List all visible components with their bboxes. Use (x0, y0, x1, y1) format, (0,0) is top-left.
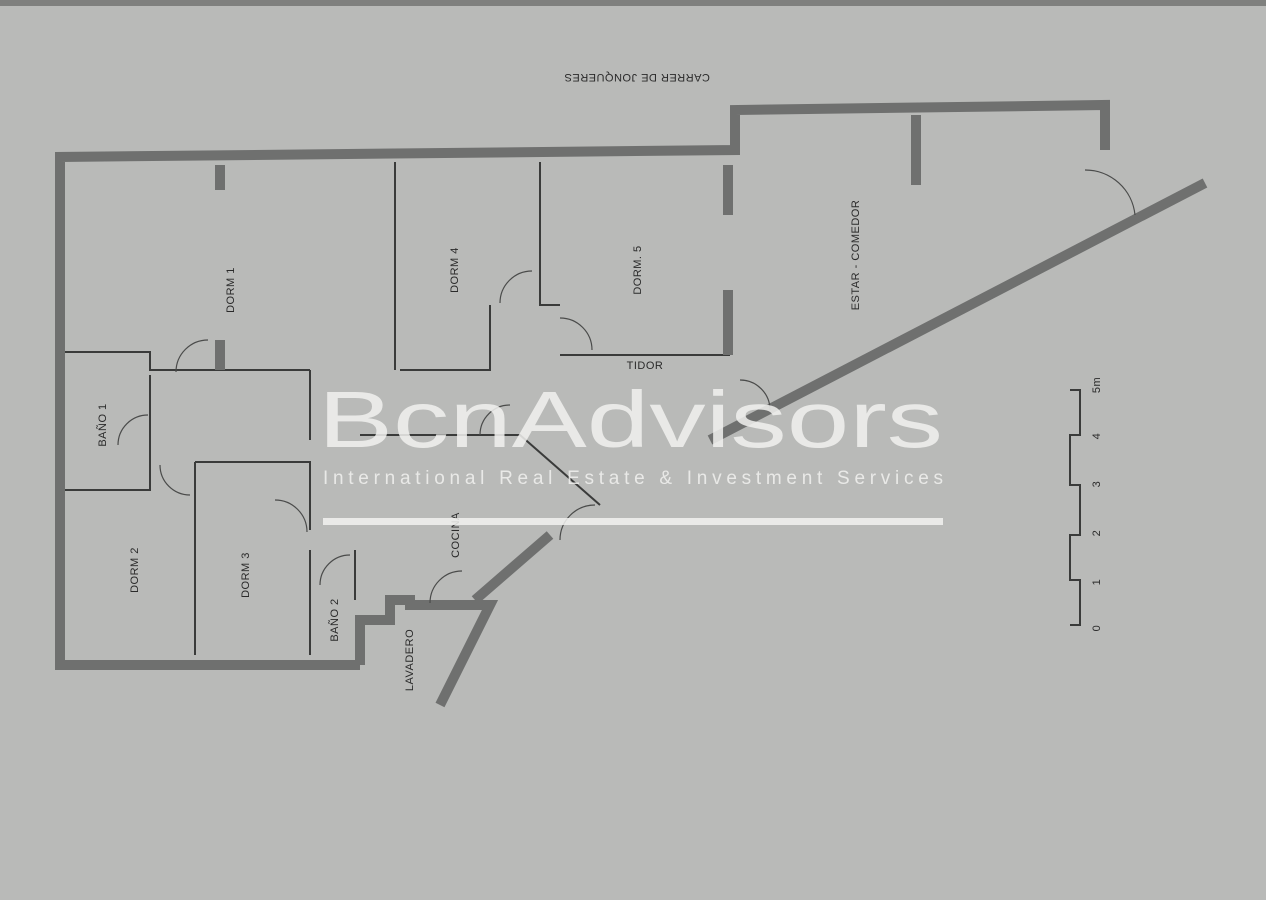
scale-bar: 0 1 2 3 4 5m (1069, 377, 1103, 632)
watermark-underline (323, 518, 943, 525)
room-label-estar-comedor: ESTAR - COMEDOR (850, 200, 862, 311)
room-label-bano2: BAÑO 2 (328, 598, 341, 641)
room-label-dorm2: DORM 2 (129, 547, 141, 593)
room-label-lavadero: LAVADERO (404, 629, 416, 691)
room-label-bano1: BAÑO 1 (96, 403, 109, 446)
scale-label-4: 4 (1091, 433, 1103, 440)
paper-edge (0, 0, 1266, 6)
room-label-dorm1: DORM 1 (225, 267, 237, 313)
doors (117, 169, 1136, 604)
exterior-walls (55, 99, 1208, 708)
scale-label-0: 0 (1091, 625, 1103, 632)
watermark-brand: BcnAdvisors (318, 375, 943, 464)
scale-label-2: 2 (1091, 530, 1103, 537)
scale-label-5m: 5m (1091, 377, 1103, 393)
room-label-recibidor: TIDOR (627, 360, 664, 372)
room-label-dorm4: DORM 4 (449, 247, 461, 293)
street-label: CARRER DE JONQUERES (564, 71, 710, 83)
room-label-dorm5: DORM. 5 (632, 245, 644, 294)
interior-walls (65, 115, 921, 655)
room-label-dorm3: DORM 3 (240, 552, 252, 598)
room-labels: DORM 1 DORM 4 DORM. 5 ESTAR - COMEDOR BA… (96, 200, 862, 691)
scale-label-1: 1 (1091, 579, 1103, 586)
scale-label-3: 3 (1091, 481, 1103, 488)
